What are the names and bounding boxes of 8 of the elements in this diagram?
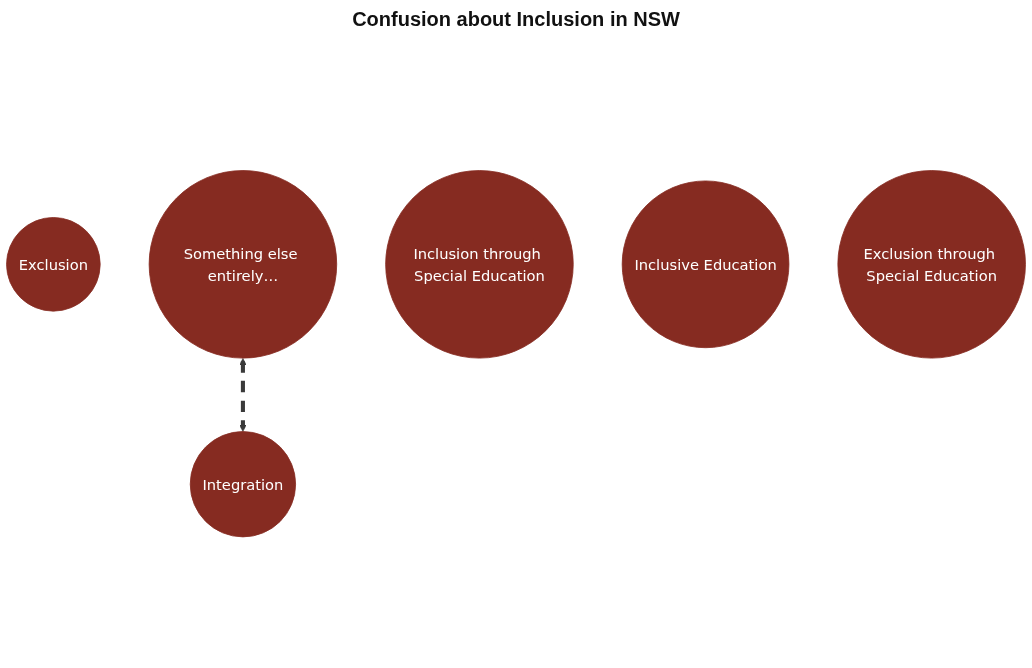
node-circle: Something else entirely… bbox=[148, 170, 338, 359]
arrow bbox=[239, 358, 247, 433]
node-circle: Exclusion through Special Education bbox=[837, 170, 1026, 359]
node-circle: Inclusion through Special Education bbox=[385, 170, 574, 359]
center-caption: Confusion about Inclusion in NSW bbox=[352, 8, 680, 31]
node-circle: Integration bbox=[189, 431, 296, 538]
node-circle: Exclusion bbox=[6, 217, 101, 312]
node-circle: Inclusive Education bbox=[621, 180, 790, 349]
